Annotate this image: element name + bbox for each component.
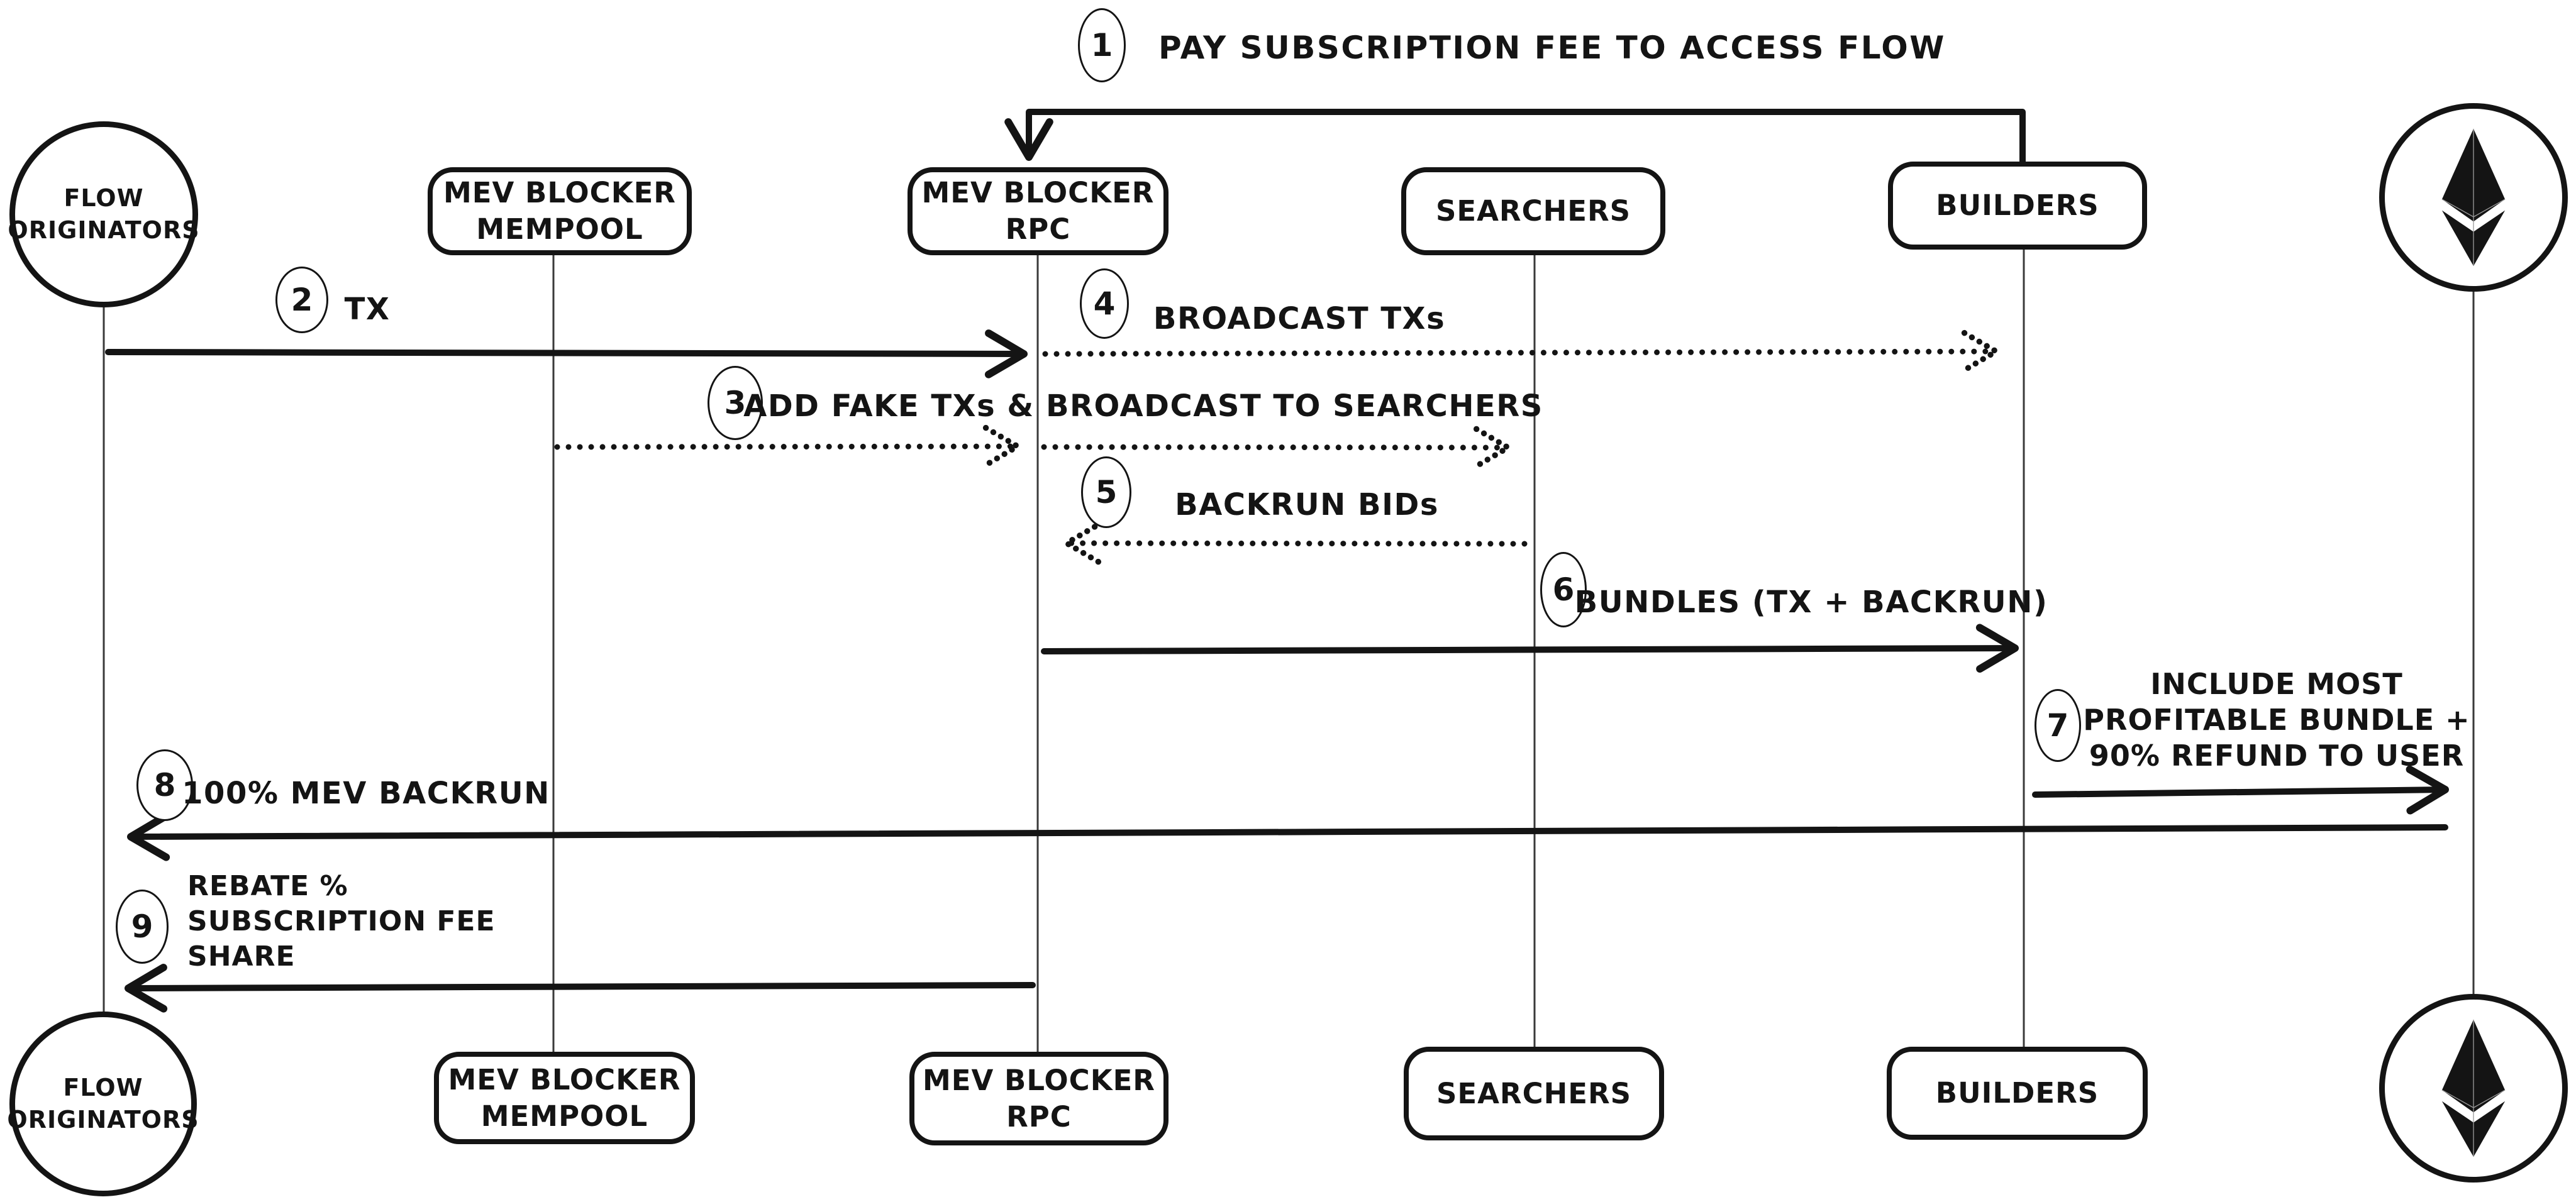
- actor-label: MEMPOOL: [476, 212, 643, 246]
- message-8-label: 100% MEV BACKRUN: [182, 776, 550, 811]
- actor-label: ORIGINATORS: [8, 216, 200, 244]
- actor-ethereum-bottom: [2379, 994, 2568, 1183]
- actor-mev-blocker-mempool-top: MEV BLOCKER MEMPOOL: [428, 167, 692, 255]
- arrow-9-rebate: [124, 964, 1036, 1013]
- message-4-badge: 4: [1080, 268, 1129, 339]
- message-9-line2: SUBSCRIPTION FEE: [187, 905, 496, 937]
- message-7-label: INCLUDE MOST PROFITABLE BUNDLE + 90% REF…: [2083, 666, 2470, 774]
- message-number: 1: [1091, 27, 1113, 63]
- arrow-4-broadcast-txs: [1042, 351, 1996, 354]
- message-8-badge: 8: [136, 749, 193, 821]
- message-number: 7: [2046, 707, 2069, 744]
- message-5-label: BACKRUN BIDs: [1175, 487, 1439, 522]
- actor-label: MEV BLOCKER: [443, 176, 676, 210]
- message-7-line3: 90% REFUND TO USER: [2089, 739, 2465, 773]
- actor-label: MEV BLOCKER: [921, 176, 1155, 210]
- arrow-3a-add-fake-txs: [554, 446, 1018, 447]
- message-6-label: BUNDLES (TX + BACKRUN): [1574, 585, 2048, 620]
- message-9-line3: SHARE: [187, 940, 296, 973]
- message-5-badge: 5: [1081, 456, 1131, 528]
- actor-label: SEARCHERS: [1436, 1076, 1632, 1110]
- actor-builders-bottom: BUILDERS: [1887, 1047, 2148, 1140]
- actor-label: FLOW: [63, 1073, 143, 1101]
- message-4-label: BROADCAST TXs: [1153, 301, 1446, 336]
- actor-label: BUILDERS: [1936, 189, 2099, 223]
- actor-ethereum-top: [2379, 103, 2568, 292]
- message-7-badge: 7: [2035, 689, 2081, 762]
- actor-mev-blocker-rpc-bottom: MEV BLOCKER RPC: [909, 1052, 1169, 1145]
- actor-label: SEARCHERS: [1435, 194, 1631, 228]
- actor-mev-blocker-rpc-top: MEV BLOCKER RPC: [908, 167, 1169, 255]
- ethereum-icon: [2441, 128, 2506, 267]
- message-3-label: ADD FAKE TXs & BROADCAST TO SEARCHERS: [743, 389, 1543, 424]
- message-number: 4: [1093, 285, 1116, 322]
- arrow-3b-broadcast-to-searchers: [1041, 447, 1508, 448]
- arrow-6-bundles: [1041, 624, 2019, 673]
- actor-searchers-bottom: SEARCHERS: [1404, 1047, 1664, 1140]
- arrow-5-backrun-bids: [1067, 543, 1528, 544]
- message-number: 9: [131, 908, 153, 945]
- actor-flow-originators-top: FLOW ORIGINATORS: [8, 121, 200, 307]
- actor-label: FLOW: [64, 184, 144, 212]
- arrow-8-mev-backrun: [126, 812, 2448, 861]
- message-number: 3: [724, 385, 747, 421]
- message-1-badge: 1: [1078, 8, 1126, 82]
- message-7-line2: PROFITABLE BUNDLE +: [2083, 703, 2470, 737]
- actor-flow-originators-bottom: FLOW ORIGINATORS: [7, 1012, 199, 1196]
- message-9-line1: REBATE %: [187, 870, 348, 902]
- message-1-label: PAY SUBSCRIPTION FEE TO ACCESS FLOW: [1158, 30, 1946, 66]
- actor-label: MEMPOOL: [480, 1099, 648, 1133]
- ethereum-icon: [2441, 1019, 2506, 1157]
- actor-label: RPC: [1006, 1100, 1072, 1133]
- message-number: 5: [1095, 474, 1118, 510]
- actor-label: MEV BLOCKER: [923, 1063, 1155, 1097]
- message-3-badge: 3: [708, 366, 763, 440]
- message-number: 2: [291, 282, 313, 318]
- actor-builders-top: BUILDERS: [1888, 162, 2147, 250]
- message-7-line1: INCLUDE MOST: [2150, 667, 2403, 701]
- message-6-badge: 6: [1540, 552, 1587, 627]
- actor-label: RPC: [1005, 212, 1071, 246]
- actor-mev-blocker-mempool-bottom: MEV BLOCKER MEMPOOL: [434, 1052, 695, 1144]
- arrow-2-tx: [105, 329, 1028, 378]
- actor-searchers-top: SEARCHERS: [1401, 167, 1665, 255]
- actor-label: BUILDERS: [1935, 1076, 2099, 1110]
- message-2-label: TX: [344, 292, 391, 327]
- actor-label: MEV BLOCKER: [448, 1062, 681, 1096]
- message-9-badge: 9: [116, 890, 169, 964]
- arrow-1-pay-subscription-fee: [1004, 109, 2026, 168]
- message-number: 8: [153, 767, 176, 803]
- message-number: 6: [1552, 571, 1575, 608]
- actor-label: ORIGINATORS: [7, 1106, 199, 1133]
- message-9-label: REBATE % SUBSCRIPTION FEE SHARE: [187, 869, 496, 974]
- arrow-7-include-bundle: [2032, 765, 2450, 815]
- message-2-badge: 2: [275, 267, 328, 333]
